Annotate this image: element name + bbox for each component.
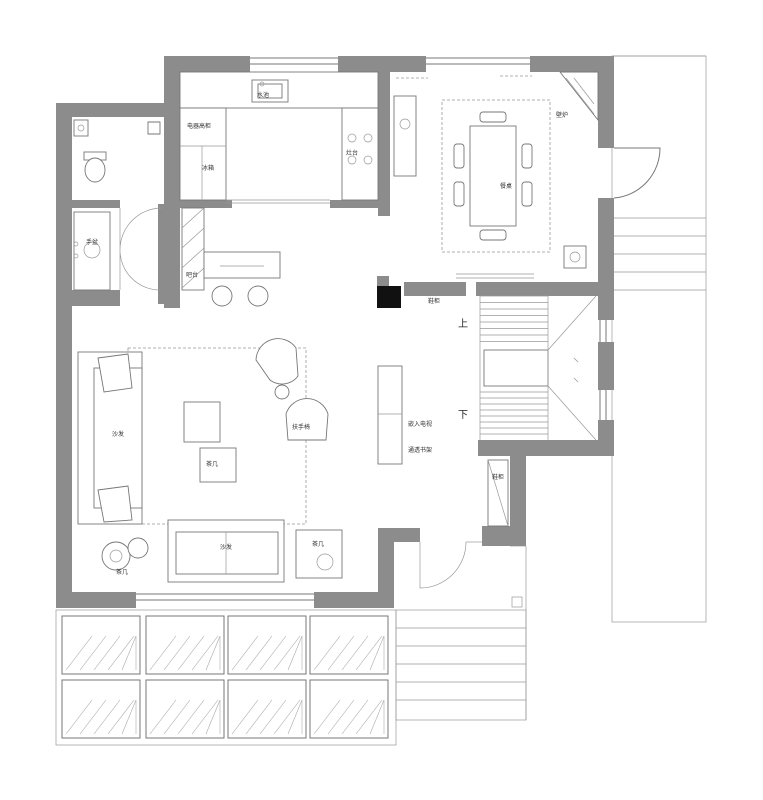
walls xyxy=(56,56,614,608)
label-shoe-cabinet: 鞋柜 xyxy=(428,297,440,305)
label-dining-table: 餐桌 xyxy=(500,182,512,190)
tile-hatch xyxy=(355,635,383,671)
label-sink: 水池 xyxy=(257,91,269,99)
terrace-tile xyxy=(61,679,141,739)
label-shoe-rack: 鞋柜 xyxy=(492,473,504,481)
label-sofa-left: 沙发 xyxy=(112,430,124,438)
tile-hatch xyxy=(327,699,355,735)
tile-hatch xyxy=(313,699,341,735)
tile-hatch xyxy=(341,635,369,671)
tile-hatch xyxy=(259,699,287,735)
tile-hatch xyxy=(205,635,221,671)
terrace-tile xyxy=(145,679,225,739)
tile-hatch xyxy=(231,699,259,735)
label-appliance-cabinet: 电器高柜 xyxy=(187,122,211,130)
room-labels: 水池 电器高柜 冰箱 灶台 吧台 壁炉 餐桌 手盆 鞋柜 上 下 沙发 扶手椅 … xyxy=(86,91,568,576)
label-fridge: 冰箱 xyxy=(202,164,214,172)
tile-hatch xyxy=(93,699,121,735)
tile-hatch xyxy=(121,699,137,735)
tile-hatch xyxy=(65,635,93,671)
kitchen xyxy=(179,71,379,307)
tile-hatch xyxy=(273,699,301,735)
terrace-tile xyxy=(227,615,307,675)
tile-hatch xyxy=(355,699,383,735)
tile-hatch xyxy=(273,635,301,671)
label-embedded-tv: 嵌入电视 xyxy=(408,420,432,428)
tile-hatch xyxy=(341,699,369,735)
doors xyxy=(119,147,661,589)
terrace-tile xyxy=(61,615,141,675)
label-stairs-down: 下 xyxy=(458,410,468,421)
label-fireplace: 壁炉 xyxy=(556,111,568,119)
label-stairs-up: 上 xyxy=(458,318,468,330)
tile-hatch xyxy=(177,635,205,671)
staircase xyxy=(479,295,597,441)
tile-hatch xyxy=(259,635,287,671)
tile-hatch xyxy=(163,699,191,735)
tile-hatch xyxy=(121,635,137,671)
tile-hatch xyxy=(93,635,121,671)
tile-hatch xyxy=(287,699,303,735)
label-side-table-left: 茶几 xyxy=(116,568,128,576)
dining xyxy=(393,71,599,279)
tile-hatch xyxy=(245,635,273,671)
label-side-table-right: 茶几 xyxy=(312,540,324,548)
label-display-shelf: 通透书架 xyxy=(408,446,432,454)
tile-hatch xyxy=(79,699,107,735)
tile-hatch xyxy=(287,635,303,671)
label-sofa-bottom: 沙发 xyxy=(220,543,232,551)
bathroom xyxy=(73,119,161,291)
terrace-paving xyxy=(61,615,389,739)
tile-hatch xyxy=(65,699,93,735)
tile-hatch xyxy=(163,635,191,671)
tile-hatch xyxy=(177,699,205,735)
tile-hatch xyxy=(205,699,221,735)
terrace-tile xyxy=(309,615,389,675)
tile-hatch xyxy=(245,699,273,735)
exterior-lines xyxy=(55,55,707,746)
label-stove: 灶台 xyxy=(346,149,358,157)
living-room xyxy=(77,338,509,583)
tile-hatch xyxy=(313,635,341,671)
tile-hatch xyxy=(369,699,385,735)
tile-hatch xyxy=(369,635,385,671)
tile-hatch xyxy=(231,635,259,671)
tile-hatch xyxy=(191,635,219,671)
label-armchair: 扶手椅 xyxy=(292,423,310,431)
label-bar-counter: 吧台 xyxy=(186,271,198,279)
tile-hatch xyxy=(149,635,177,671)
tile-hatch xyxy=(149,699,177,735)
terrace-tile xyxy=(309,679,389,739)
terrace-tile xyxy=(227,679,307,739)
label-coffee-table: 茶几 xyxy=(206,460,218,468)
windows xyxy=(136,57,607,601)
label-handwash: 手盆 xyxy=(86,238,98,246)
exterior-steps-right xyxy=(612,217,706,291)
tile-hatch xyxy=(107,635,135,671)
exterior-steps-bottom xyxy=(395,545,527,721)
tile-hatch xyxy=(79,635,107,671)
tile-hatch xyxy=(107,699,135,735)
tile-hatch xyxy=(327,635,355,671)
tile-hatch xyxy=(191,699,219,735)
terrace-tile xyxy=(145,615,225,675)
